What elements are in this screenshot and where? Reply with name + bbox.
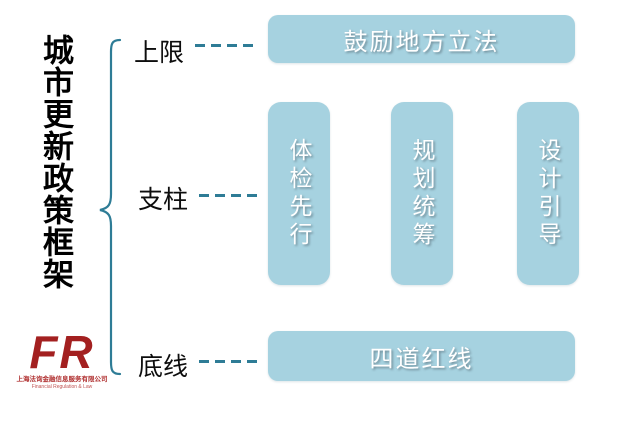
- pillar-box-design-guidance: 设计引导: [517, 102, 579, 285]
- box-encourage-local-legislation: 鼓励地方立法: [268, 15, 575, 63]
- pillar-label-planning-coordination: 规划统筹: [409, 137, 435, 250]
- dashed-connector-pillars: [199, 194, 257, 197]
- dashed-connector-upper: [195, 44, 253, 47]
- fr-logo-company-name-en: Financial Regulation & Law: [31, 384, 93, 390]
- box-four-red-lines-label: 四道红线: [369, 345, 474, 373]
- pillar-box-health-check-first: 体检先行: [268, 102, 330, 285]
- box-encourage-local-legislation-label: 鼓励地方立法: [343, 28, 500, 56]
- fr-logo: FR 上海法询金融信息服务有限公司 Financial Regulation &…: [14, 328, 110, 391]
- pillar-label-design-guidance: 设计引导: [535, 137, 561, 250]
- fr-logo-monogram: FR: [29, 326, 95, 378]
- pillar-label-health-check-first: 体检先行: [286, 137, 312, 250]
- fr-logo-company-name-cn: 上海法询金融信息服务有限公司: [16, 376, 108, 383]
- diagram-title: 城市更新政策框架: [38, 34, 73, 290]
- level-label-bottom-line: 底线: [138, 353, 189, 381]
- dashed-connector-bottom: [199, 360, 257, 363]
- level-label-pillars: 支柱: [138, 186, 189, 214]
- box-four-red-lines: 四道红线: [268, 331, 575, 381]
- pillar-box-planning-coordination: 规划统筹: [391, 102, 453, 285]
- curly-brace: [99, 38, 122, 376]
- level-label-upper-limit: 上限: [134, 39, 185, 67]
